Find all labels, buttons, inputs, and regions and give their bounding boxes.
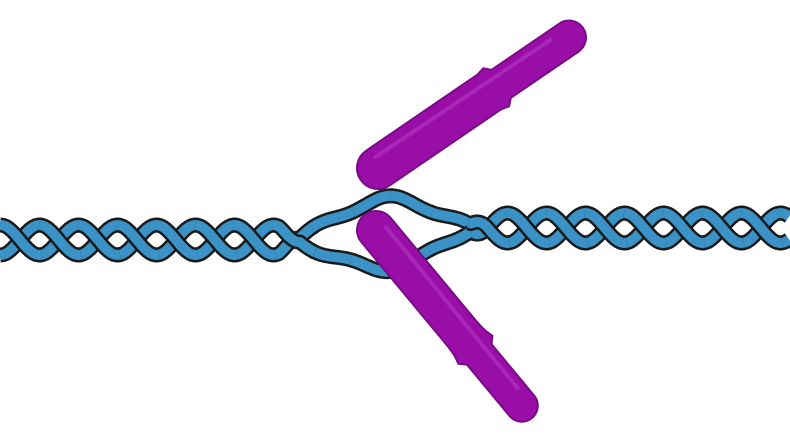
strand-b-segment xyxy=(351,196,393,213)
strand-b-segment xyxy=(780,213,789,216)
lower-primer-highlight xyxy=(385,227,519,388)
upper-primer-body xyxy=(348,9,596,199)
upper-primer-highlight xyxy=(375,39,550,159)
upper-primer xyxy=(348,9,596,199)
